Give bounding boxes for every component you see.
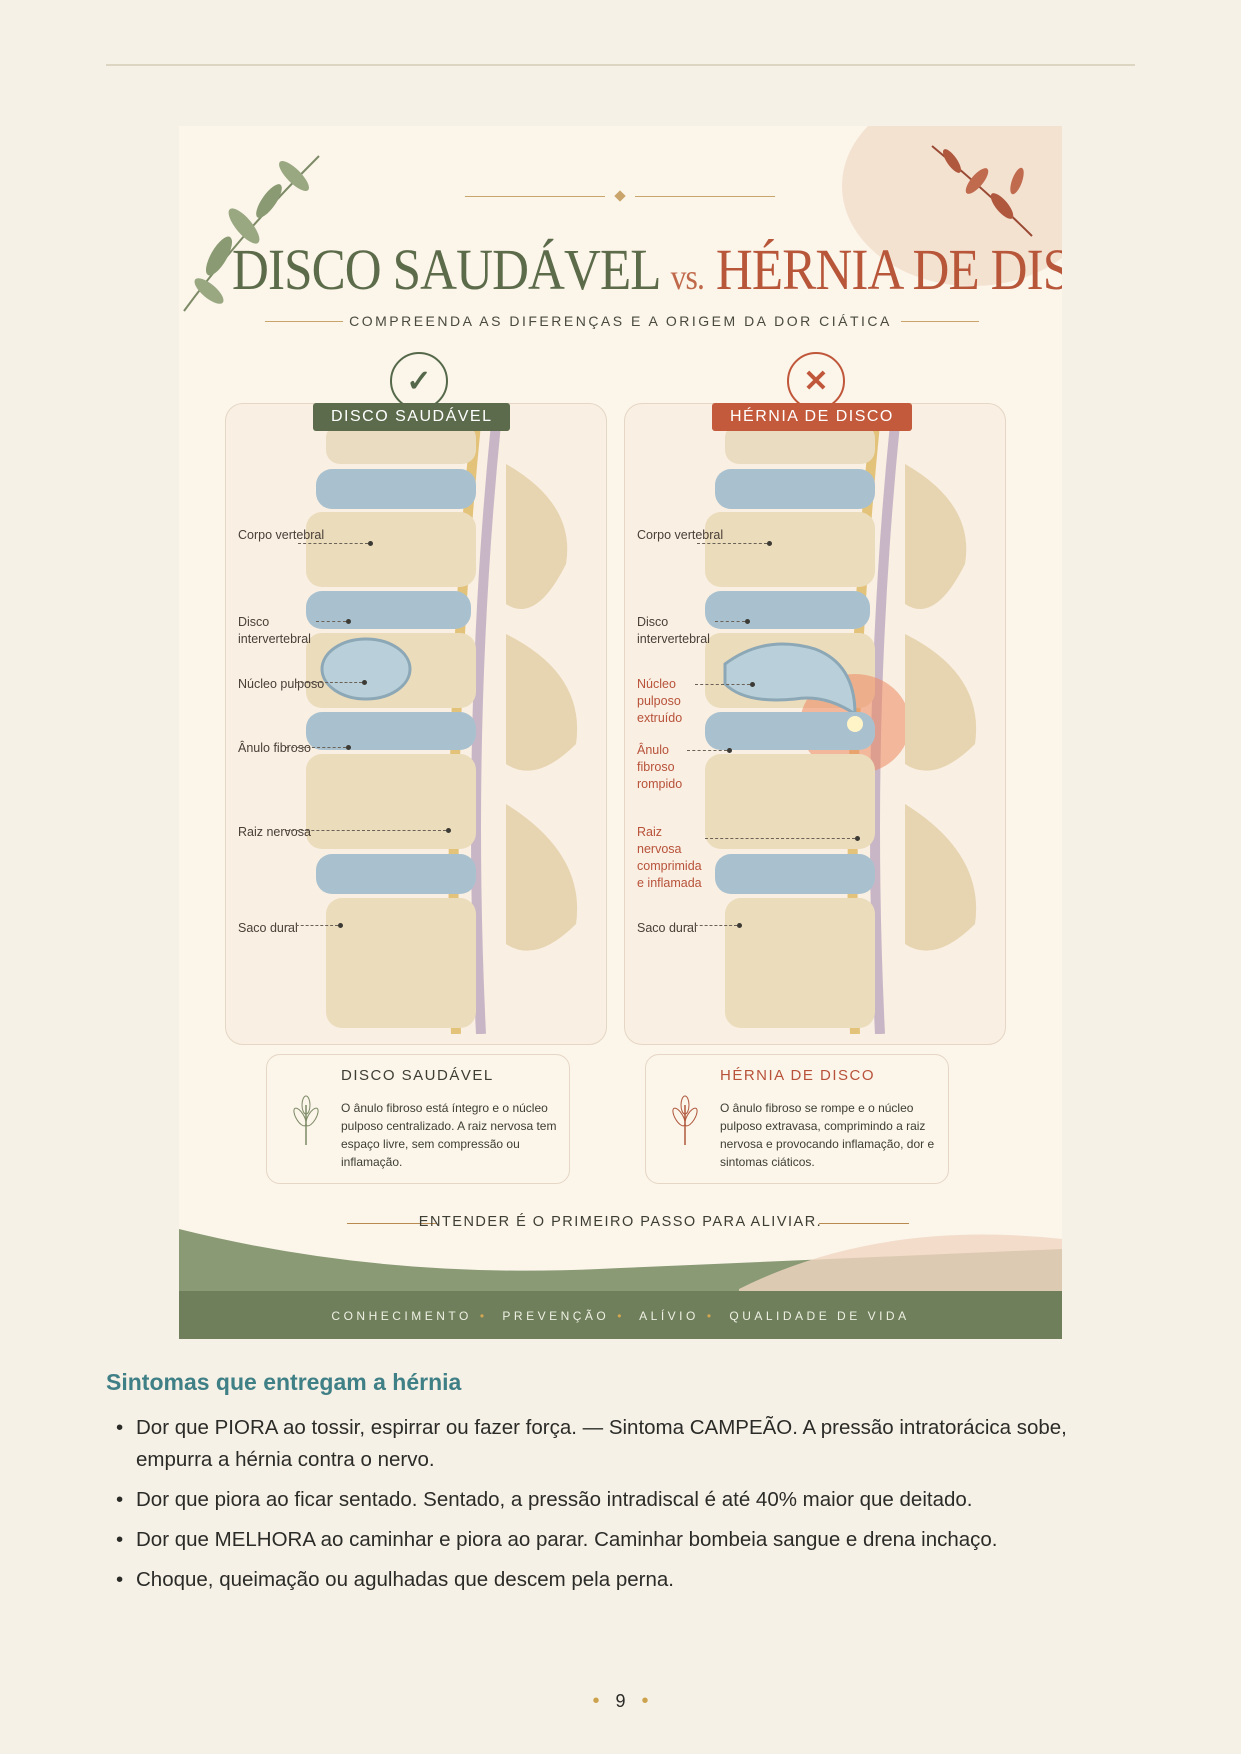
leader-line <box>697 543 767 544</box>
leaf-sprig-icon <box>293 1095 319 1145</box>
separator-dot: • <box>479 1309 488 1323</box>
footer-strip <box>179 1291 1062 1339</box>
label-vertebral-body: Corpo vertebral <box>238 528 325 542</box>
hernia-description-box: HÉRNIA DE DISCO O ânulo fibroso se rompe… <box>645 1054 949 1184</box>
infographic-title: DISCO SAUDÁVEL vs. HÉRNIA DE DISCO <box>231 237 1062 302</box>
leader-line <box>687 750 727 751</box>
leader-dot <box>446 828 451 833</box>
label-compressed-nerve: Raiz nervosa comprimida e inflamada <box>637 825 702 890</box>
footer-item: PREVENÇÃO <box>502 1309 610 1323</box>
red-leaf-branch-icon <box>931 145 1033 237</box>
list-item: Dor que piora ao ficar sentado. Sentado,… <box>116 1484 1136 1516</box>
leader-dot <box>346 619 351 624</box>
leader-dot <box>362 680 367 685</box>
hernia-description-title: HÉRNIA DE DISCO <box>720 1067 876 1084</box>
label-nerve-root: Raiz nervosa <box>238 825 311 839</box>
list-item: Dor que MELHORA ao caminhar e piora ao p… <box>116 1524 1136 1556</box>
leader-dot <box>368 541 373 546</box>
check-icon: ✓ <box>390 352 448 410</box>
symptom-list: Dor que PIORA ao tossir, espirrar ou faz… <box>116 1412 1136 1604</box>
footer-item: QUALIDADE DE VIDA <box>729 1309 910 1323</box>
healthy-description-text: O ânulo fibroso está íntegro e o núcleo … <box>341 1101 557 1169</box>
healthy-description-box: DISCO SAUDÁVEL O ânulo fibroso está ínte… <box>266 1054 570 1184</box>
ornament-diamond <box>614 190 626 202</box>
list-item: Choque, queimação ou agulhadas que desce… <box>116 1564 1136 1596</box>
label-intervertebral-disc: Disco intervertebral <box>238 615 311 646</box>
leader-line <box>286 925 338 926</box>
infographic-tagline: ENTENDER É O PRIMEIRO PASSO PARA ALIVIAR… <box>418 1214 823 1230</box>
leader-line <box>705 838 855 839</box>
leader-line <box>685 925 737 926</box>
ornament-line-right <box>635 196 775 197</box>
top-divider <box>106 64 1135 66</box>
page-dot-left: • <box>592 1690 600 1712</box>
healthy-description-title: DISCO SAUDÁVEL <box>341 1067 494 1084</box>
section-title: Sintomas que entregam a hérnia <box>106 1369 462 1395</box>
footer-values: CONHECIMENTO • PREVENÇÃO • ALÍVIO • QUALIDA… <box>179 1309 1062 1323</box>
separator-dot: • <box>706 1309 715 1323</box>
label-extruded-nucleus: Núcleo pulposo extruído <box>637 677 683 725</box>
leader-line <box>316 621 346 622</box>
infographic-subtitle: COMPREENDA AS DIFERENÇAS E A ORIGEM DA D… <box>349 313 892 329</box>
leader-line <box>286 747 346 748</box>
hernia-disc-panel: Corpo vertebral Disco intervertebral Núc… <box>624 403 1006 1045</box>
leader-dot <box>750 682 755 687</box>
leader-line <box>298 543 368 544</box>
leader-line <box>715 621 745 622</box>
arrow-left-line <box>347 1223 437 1224</box>
leader-dot <box>745 619 750 624</box>
footer-item: ALÍVIO <box>639 1309 699 1323</box>
leader-dot <box>855 836 860 841</box>
leader-dot <box>727 748 732 753</box>
leader-line <box>296 682 362 683</box>
leader-line <box>695 684 750 685</box>
healthy-badge: DISCO SAUDÁVEL <box>313 403 511 431</box>
hernia-spine-illustration <box>705 424 977 1034</box>
label-vertebral-body: Corpo vertebral <box>637 528 724 542</box>
list-item: Dor que PIORA ao tossir, espirrar ou faz… <box>116 1412 1136 1476</box>
label-nucleus: Núcleo pulposo <box>238 677 325 691</box>
x-icon: ✕ <box>787 352 845 410</box>
healthy-disc-panel: Corpo vertebral Disco intervertebral Núc… <box>225 403 607 1045</box>
leaf-sprig-icon <box>672 1095 698 1145</box>
subtitle-line-right <box>901 321 979 322</box>
leader-dot <box>737 923 742 928</box>
label-ruptured-annulus: Ânulo fibroso rompido <box>637 743 683 791</box>
label-annulus: Ânulo fibroso <box>238 741 311 755</box>
page-dot-right: • <box>641 1690 649 1712</box>
label-intervertebral-disc: Disco intervertebral <box>637 615 710 646</box>
leader-dot <box>346 745 351 750</box>
page-number: •9• <box>592 1690 649 1712</box>
separator-dot: • <box>617 1309 625 1323</box>
footer-item: CONHECIMENTO <box>331 1309 472 1323</box>
label-dural-sac: Saco dural <box>637 921 697 935</box>
spine-infographic: DISCO SAUDÁVEL vs. HÉRNIA DE DISCO COMPR… <box>179 126 1062 1339</box>
hernia-badge: HÉRNIA DE DISCO <box>712 403 912 431</box>
healthy-spine-illustration <box>306 424 578 1034</box>
leader-line <box>286 830 446 831</box>
subtitle-line-left <box>265 321 343 322</box>
leader-dot <box>338 923 343 928</box>
leaf-branch-icon <box>183 155 320 312</box>
ornament-line-left <box>465 196 605 197</box>
leader-dot <box>767 541 772 546</box>
arrow-right-line <box>819 1223 909 1224</box>
label-dural-sac: Saco dural <box>238 921 298 935</box>
hernia-description-text: O ânulo fibroso se rompe e o núcleo pulp… <box>720 1101 935 1169</box>
